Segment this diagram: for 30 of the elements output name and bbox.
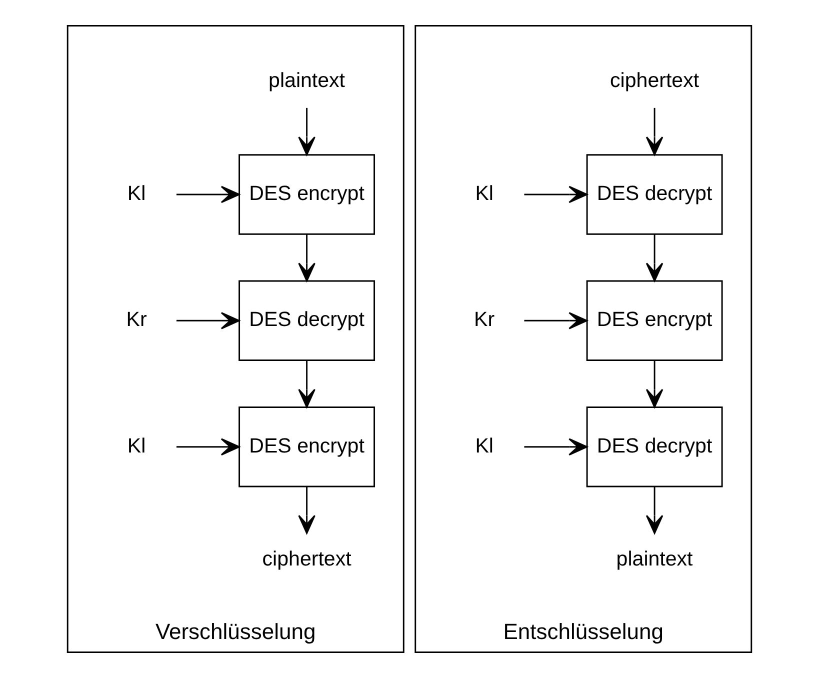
node-box: DES encrypt [238, 406, 375, 488]
arrow [298, 234, 315, 282]
arrow [298, 360, 315, 408]
arrow [176, 438, 240, 456]
node-text: plaintext [616, 547, 692, 570]
node-box: DES encrypt [586, 280, 722, 361]
arrow [645, 360, 663, 408]
node-text: ciphertext [610, 68, 699, 92]
arrow [524, 186, 588, 204]
arrow [645, 234, 663, 282]
arrow [524, 438, 588, 456]
node-text: Kl [126, 182, 146, 205]
node-text: Kr [474, 308, 494, 332]
node-text: Kl [474, 434, 493, 458]
node-text: plaintext [268, 68, 345, 92]
node-box: DES decrypt [586, 406, 722, 488]
node-box: DES decrypt [586, 154, 722, 235]
arrow [298, 486, 315, 534]
node-text: ciphertext [262, 547, 351, 570]
arrow [645, 486, 663, 534]
node-text: Kl [126, 434, 146, 458]
node-box: DES decrypt [238, 280, 375, 361]
arrow [176, 312, 240, 330]
node-box: DES encrypt [238, 154, 375, 235]
arrow [176, 186, 240, 204]
arrow [524, 312, 588, 330]
node-text: Kl [474, 182, 493, 205]
arrow [298, 108, 315, 156]
arrow [645, 108, 663, 156]
node-text: Kr [126, 308, 146, 332]
